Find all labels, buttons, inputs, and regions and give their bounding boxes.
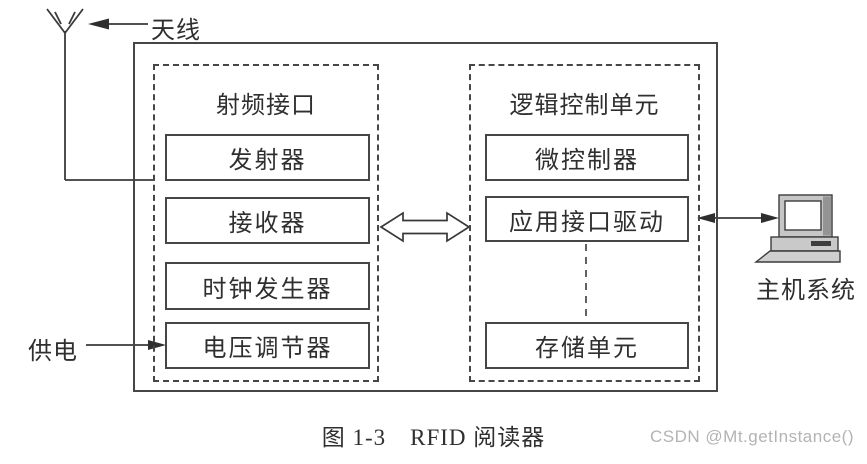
antenna-icon: [46, 8, 155, 181]
block-storage-unit: 存储单元: [485, 322, 689, 369]
rf-interface-section: [153, 64, 379, 382]
power-arrow: [86, 340, 166, 350]
block-microcontroller: 微控制器: [485, 134, 689, 181]
block-transmitter: 发射器: [165, 134, 370, 181]
rf-section-title: 射频接口: [216, 93, 316, 119]
block-app-interface-driver: 应用接口驱动: [485, 196, 689, 242]
antenna-label: 天线: [151, 18, 201, 44]
host-system-label: 主机系统: [756, 278, 856, 304]
block-clock-generator: 时钟发生器: [165, 262, 370, 310]
antenna-pointer-arrow: [88, 18, 148, 30]
block-voltage-regulator: 电压调节器: [165, 322, 370, 369]
block-receiver: 接收器: [165, 197, 370, 244]
reader-outline-box: [133, 42, 718, 392]
csdn-watermark: CSDN @Mt.getInstance(): [650, 427, 854, 446]
power-label: 供电: [28, 339, 78, 365]
logic-control-section: [469, 64, 700, 382]
figure-caption: 图 1-3 RFID 阅读器: [321, 425, 546, 450]
desktop-computer-icon: [753, 194, 841, 263]
logic-section-title: 逻辑控制单元: [509, 93, 660, 119]
